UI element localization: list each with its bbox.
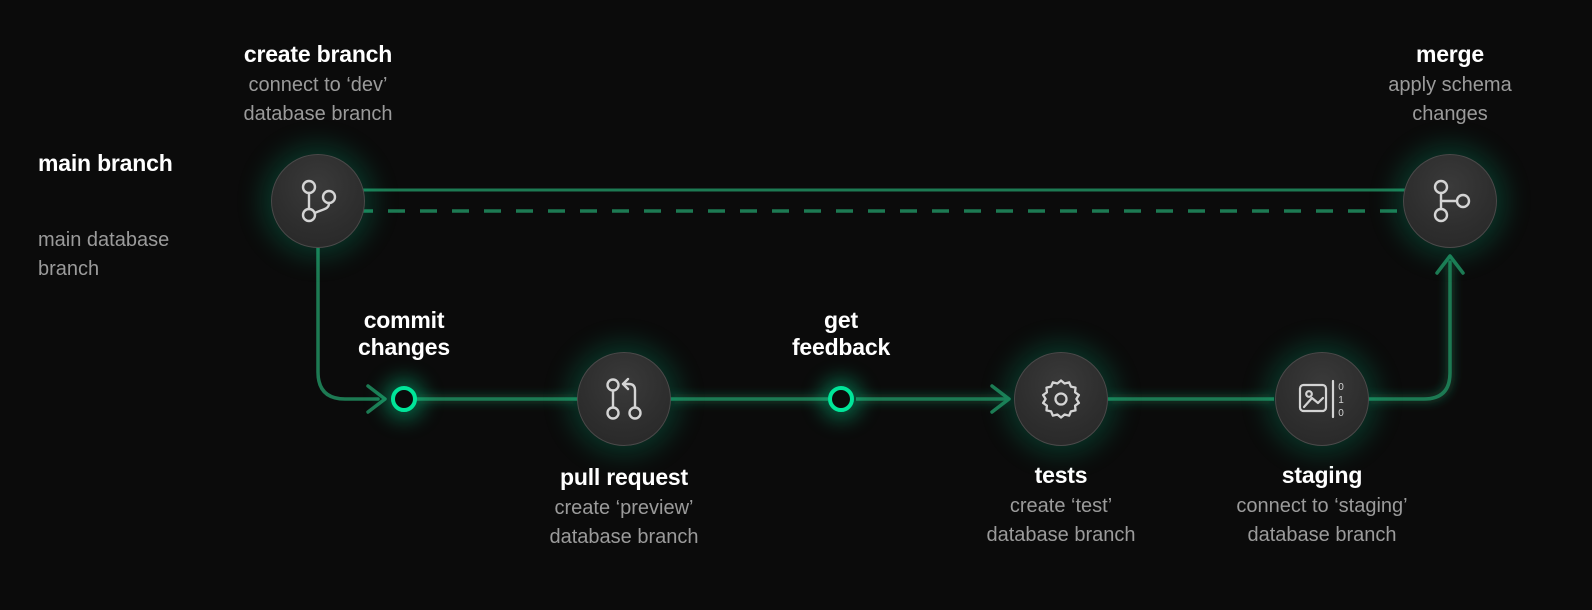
gear-icon: [1037, 375, 1085, 423]
staging-subtitle-line1: connect to ‘staging’: [1236, 495, 1408, 518]
tests-title: tests: [1034, 462, 1088, 488]
commit-dot-icon[interactable]: [391, 386, 417, 412]
git-merge-icon: [1427, 176, 1473, 226]
merge-subtitle-line1: apply schema: [1388, 74, 1512, 97]
main-branch-title: main branch: [38, 150, 173, 176]
pull-request-subtitle-line1: create ‘preview’: [554, 497, 694, 520]
image-data-icon: 0 1 0: [1296, 376, 1348, 422]
get-feedback-label: get feedback: [792, 307, 890, 361]
pull-request-title: pull request: [560, 464, 688, 490]
main-database-branch-label: main database branch: [38, 226, 238, 284]
staging-subtitle-line2: database branch: [1247, 524, 1397, 547]
pull-request-label: pull request create ‘preview’ database b…: [549, 464, 698, 552]
tests-label: tests create ‘test’ database branch: [986, 462, 1135, 550]
main-branch-label: main branch: [38, 150, 173, 177]
staging-label: staging connect to ‘staging’ database br…: [1236, 462, 1407, 550]
create-branch-node[interactable]: [271, 154, 365, 248]
git-branch-icon: [295, 176, 341, 226]
staging-digit-0: 0: [1338, 382, 1344, 393]
tests-subtitle-line2: database branch: [986, 524, 1136, 547]
commit-changes-label: commit changes: [358, 307, 450, 361]
commit-changes-title-line1: commit: [363, 307, 445, 333]
tests-node[interactable]: [1014, 352, 1108, 446]
merge-subtitle-line2: changes: [1412, 103, 1488, 126]
main-database-branch-line2: branch: [38, 258, 100, 280]
feedback-dot-icon[interactable]: [828, 386, 854, 412]
pull-request-subtitle-line2: database branch: [549, 526, 699, 549]
merge-title: merge: [1415, 41, 1485, 67]
commit-changes-title-line2: changes: [358, 334, 450, 361]
create-branch-subtitle-line2: database branch: [243, 103, 393, 126]
merge-label: merge apply schema changes: [1388, 41, 1511, 129]
staging-digit-1: 1: [1338, 395, 1344, 406]
get-feedback-title-line2: feedback: [791, 334, 891, 361]
create-branch-label: create branch connect to ‘dev’ database …: [243, 41, 392, 129]
tests-subtitle-line1: create ‘test’: [1009, 495, 1113, 518]
pull-request-node[interactable]: [577, 352, 671, 446]
git-pull-request-icon: [602, 374, 646, 424]
staging-title: staging: [1281, 462, 1363, 488]
staging-digit-2: 0: [1338, 408, 1344, 419]
get-feedback-title-line1: get: [824, 307, 858, 333]
main-database-branch-line1: main database: [38, 229, 170, 251]
staging-node[interactable]: 0 1 0: [1275, 352, 1369, 446]
create-branch-subtitle-line1: connect to ‘dev’: [248, 74, 388, 97]
create-branch-title: create branch: [243, 41, 393, 67]
merge-node[interactable]: [1403, 154, 1497, 248]
